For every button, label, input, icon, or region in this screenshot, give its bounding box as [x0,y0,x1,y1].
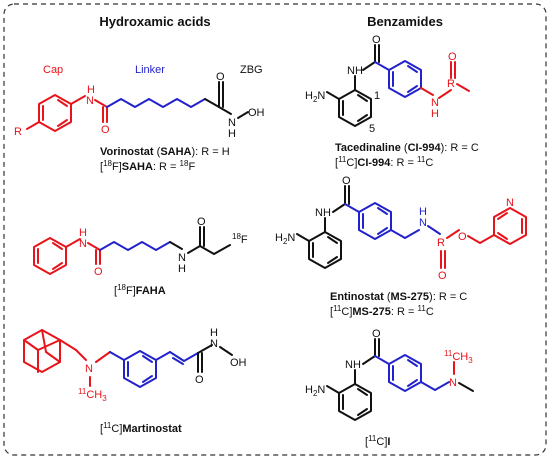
faha-structure: H N O N H O 18F [33,216,248,278]
zbg-h: H [228,128,236,140]
svg-text:H2N: H2N [305,384,325,398]
compound-i-11ch3: 11CH3 [444,349,473,365]
martinostat-11ch3: 11CH3 [78,387,107,403]
linker-chain [106,98,206,108]
svg-text:O: O [94,266,103,278]
svg-text:O: O [342,175,351,187]
svg-text:O: O [448,51,457,63]
c11ms275-caption: [11C]MS-275: R = 11C [330,304,434,318]
martinostat-n: N [85,363,93,375]
heading-benzamides: Benzamides [367,14,443,29]
pyridine-ring [493,207,527,245]
martinostat-benzene [123,350,157,388]
entinostat-caption: Entinostat (MS-275): R = C [330,291,467,303]
zbg-label: ZBG [240,64,263,76]
svg-text:N: N [506,197,514,209]
zbg-n: N [228,117,236,129]
f18saha-caption: [18F]SAHA: R = 18F [100,159,195,173]
svg-text:1: 1 [374,90,380,102]
svg-text:O: O [458,231,467,243]
c11ci994-caption: [11C]CI-994: R = 11C [335,155,433,169]
svg-text:H: H [431,108,439,120]
svg-text:5: 5 [369,123,375,135]
svg-text:O: O [372,34,381,46]
r-substituent-label: R [14,126,22,138]
cap-carbonyl-o: O [101,124,110,136]
martinostat-structure: N 11CH3 O H N OH [23,327,247,403]
svg-text:R: R [437,237,445,249]
svg-text:N: N [449,377,457,389]
faha-caption: [18F]FAHA [114,283,166,297]
faha-linker [99,241,171,251]
tacedinaline-structure: H2N 1 5 NH O N H R O [305,34,470,135]
cap-label: Cap [43,64,63,76]
svg-text:O: O [197,216,206,228]
dashed-frame [3,3,547,456]
amide-nh-label: H [87,84,95,96]
svg-text:N: N [178,252,186,264]
faha-n: N [79,238,87,250]
svg-text:H: H [419,206,427,218]
svg-text:N: N [210,338,218,350]
faha-18f: 18F [232,232,248,246]
compound-i-caption: [11C]I [365,434,390,448]
svg-text:H: H [79,227,87,239]
svg-text:O: O [372,328,381,340]
svg-text:H: H [210,327,218,339]
adamantane-cage [23,329,61,373]
svg-text:OH: OH [230,357,247,369]
svg-text:H2N: H2N [275,232,295,246]
zbg-oh: OH [248,107,265,119]
linker-label: Linker [135,64,165,76]
svg-text:O: O [195,374,204,386]
heading-hydroxamic-acids: Hydroxamic acids [99,14,210,29]
svg-text:NH: NH [345,359,361,371]
svg-text:N: N [419,217,427,229]
amide-n-label: N [86,95,94,107]
svg-text:N: N [431,97,439,109]
svg-text:O: O [438,270,447,282]
svg-text:NH: NH [347,65,363,77]
svg-text:H2N: H2N [305,90,325,104]
svg-text:NH: NH [315,207,331,219]
martinostat-caption: [11C]Martinostat [100,421,182,435]
entinostat-structure: H2N NH O N H R O O N [275,175,527,282]
svg-text:R: R [447,78,455,90]
zbg-carbonyl-o: O [216,71,225,83]
tacedinaline-caption: Tacedinaline (CI-994): R = C [335,142,479,154]
vorinostat-structure: Cap Linker ZBG R H N O O N H OH [14,64,265,140]
svg-text:H: H [178,263,186,275]
compound-i-structure: H2N NH O N 11CH3 [305,328,474,421]
vorinostat-caption: Vorinostat (SAHA): R = H [100,146,230,158]
